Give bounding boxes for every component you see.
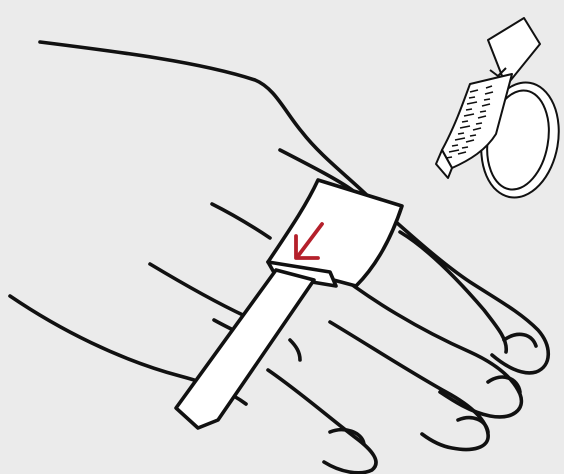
ring-fingernail xyxy=(488,377,520,392)
finger-line-top xyxy=(212,204,270,238)
middle-finger-edge xyxy=(400,232,506,352)
inset-strip-top xyxy=(488,18,540,86)
ring-finger-tip xyxy=(330,268,521,417)
finger-line-middle xyxy=(150,264,245,316)
index-fingernail xyxy=(504,334,536,346)
ring-sizer-inset xyxy=(436,18,564,204)
pinky-finger-edge xyxy=(268,370,376,473)
knuckle-crease xyxy=(290,340,300,360)
ring-sizer-strip xyxy=(176,180,402,428)
